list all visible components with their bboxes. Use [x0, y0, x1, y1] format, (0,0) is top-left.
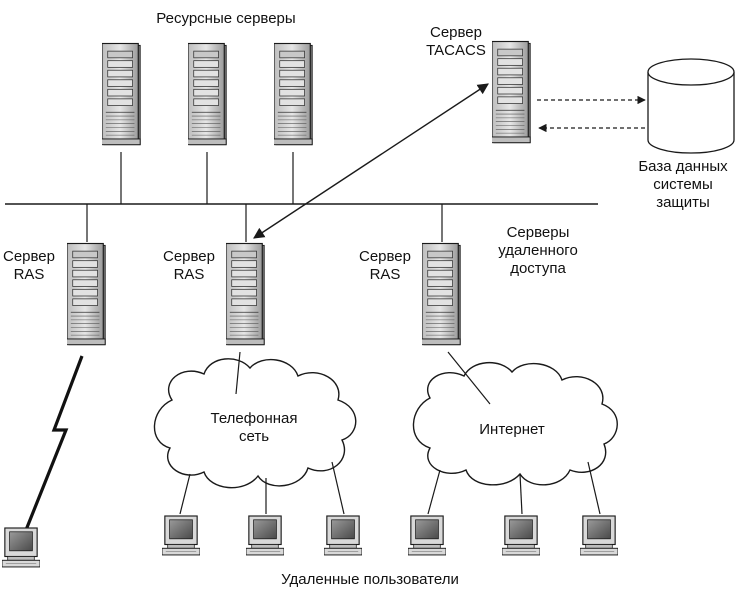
ras-server-1-icon: [67, 242, 106, 346]
phone-network-label: Телефонная сеть: [210, 410, 298, 445]
lightning-link-icon: [24, 355, 84, 531]
tacacs-server-icon: [492, 40, 531, 144]
remote-user-computer-1-icon: [2, 527, 40, 568]
tacacs-ras-arrow: [253, 83, 489, 239]
remote-user-computer-2-icon: [162, 515, 200, 556]
internet-to-user-2-link: [519, 473, 523, 515]
remote-user-computer-4-icon: [324, 515, 362, 556]
remote-user-computer-3-icon: [246, 515, 284, 556]
resource-server-2-icon: [188, 42, 227, 146]
database-cylinder-icon: [647, 58, 735, 154]
remote-user-computer-7-icon: [580, 515, 618, 556]
phone-to-user-1-link: [179, 473, 191, 515]
remote-user-computer-6-icon: [502, 515, 540, 556]
ras-2-to-phone-link: [235, 351, 241, 395]
remote-access-servers-label: Серверы удаленного доступа: [498, 224, 578, 277]
internet-to-user-3-link: [587, 461, 601, 515]
ras-server-3-label: Сервер RAS: [358, 248, 411, 283]
tacacs-server-label: Сервер TACACS: [426, 24, 486, 59]
remote-user-computer-5-icon: [408, 515, 446, 556]
ras-server-1-label: Сервер RAS: [2, 248, 55, 283]
remote-users-label: Удаленные пользователи: [281, 571, 459, 588]
resource-server-3-icon: [274, 42, 313, 146]
resource-servers-label: Ресурсные серверы: [156, 10, 296, 27]
phone-to-user-3-link: [331, 461, 345, 515]
internet-to-user-1-link: [427, 469, 441, 515]
ras-3-to-internet-link: [447, 351, 491, 405]
phone-network-cloud-icon: [153, 358, 357, 489]
ras-server-2-icon: [226, 242, 265, 346]
security-db-label: База данных системы защиты: [638, 158, 728, 211]
internet-cloud-icon: [412, 361, 618, 486]
ras-server-3-icon: [422, 242, 461, 346]
resource-server-1-icon: [102, 42, 141, 146]
ras-server-2-label: Сервер RAS: [162, 248, 215, 283]
internet-label: Интернет: [479, 421, 545, 438]
